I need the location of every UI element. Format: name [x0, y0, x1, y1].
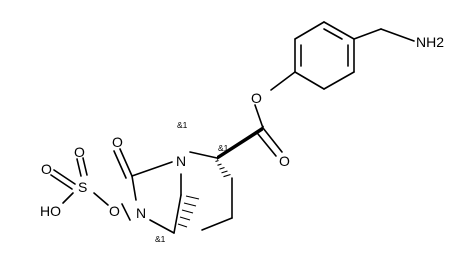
bond-c7-o-1: [119, 148, 133, 177]
benzene-bond-5: [294, 21, 325, 40]
bond-ester-carbonyl-o-2: [257, 133, 277, 157]
atom-carbonyl-o-urea: O: [112, 134, 123, 150]
bond-ring-ester-o: [270, 71, 296, 91]
atom-sulfur: S: [78, 179, 87, 195]
atom-ester-o: O: [251, 90, 262, 106]
atom-s-o-top: O: [74, 144, 85, 160]
atom-carbonyl-o-ester: O: [279, 153, 290, 169]
bond-s-o-mid-2: [50, 174, 73, 190]
benzene-inner-bond-3: [323, 28, 343, 40]
atom-s-o-mid: O: [41, 161, 52, 177]
bond-n6-o: [121, 203, 131, 221]
stereo-labels: &1 &1 &1: [155, 120, 229, 244]
bond-lines: [50, 21, 415, 234]
atom-nh2: NH2: [416, 34, 444, 50]
bond-s-o-top-1: [76, 158, 82, 177]
atom-labels: NH2 O O O N N O S O O HO: [40, 34, 444, 221]
benzene-bond-6: [323, 21, 355, 40]
bond-c7-o-2: [113, 150, 127, 179]
benzene-bond-2: [323, 71, 355, 90]
bond-ring-ch2: [353, 28, 382, 40]
hash-bond-c5-bridge: [177, 195, 200, 228]
bond-s-o-mid-1: [53, 169, 76, 185]
stereo-label-c2: &1: [218, 143, 229, 153]
bond-ester-o-carbonyl: [254, 104, 264, 129]
benzene-bond-3: [294, 71, 325, 90]
bond-s-o-top-2: [82, 157, 88, 176]
atom-n-ring: N: [136, 205, 146, 221]
hash-bond-c2-c3: [215, 159, 231, 178]
stereo-label-c5: &1: [155, 234, 166, 244]
atom-n-o: O: [109, 203, 120, 219]
bond-c4-c5: [201, 217, 233, 231]
bond-s-ho: [62, 192, 74, 204]
wedge-bond-c2-carbonyl: [217, 125, 264, 160]
bond-c5-n6: [149, 219, 175, 234]
atom-n-bridge: N: [176, 153, 186, 169]
atom-hydroxyl: HO: [40, 203, 61, 219]
bond-n6-c7: [131, 175, 137, 201]
stereo-label-n-bridge: &1: [177, 120, 188, 130]
bond-ester-carbonyl-o-1: [262, 127, 283, 153]
bond-ch2-nh2: [380, 28, 415, 42]
bond-n1-c2: [189, 151, 218, 159]
bond-o-s: [93, 192, 109, 206]
bond-c5-bridge: [173, 194, 182, 234]
bond-c7-n1: [131, 161, 173, 177]
